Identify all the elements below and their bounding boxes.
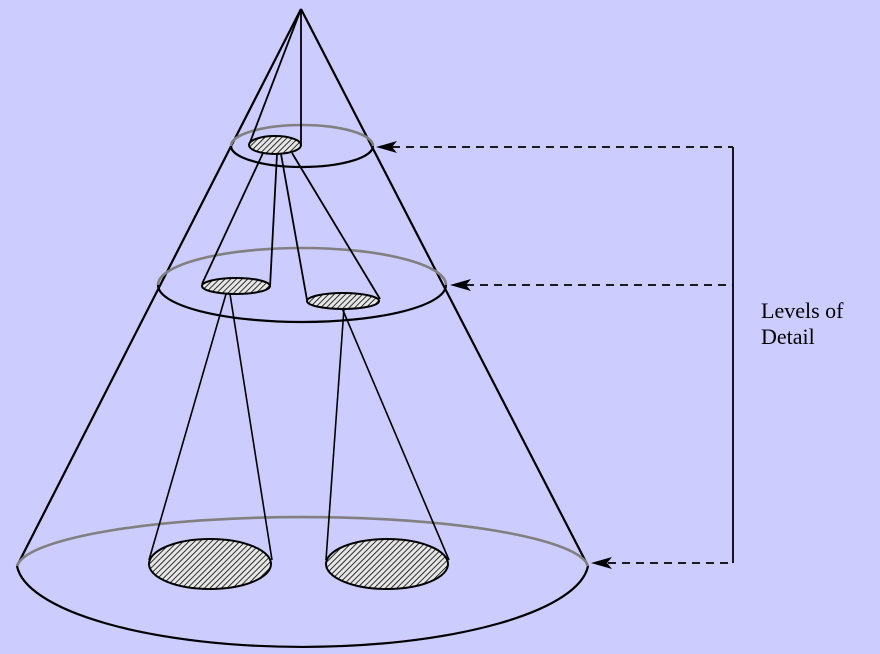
label-line-1: Levels of [761, 298, 844, 323]
child-cones-level-2 [148, 293, 450, 561]
arrowhead-level-1 [376, 141, 397, 153]
arrowhead-level-2 [450, 279, 471, 291]
levels-of-detail-label: Levels of Detail [761, 298, 843, 350]
level-arrows [392, 146, 734, 564]
node-level-3-right [325, 538, 449, 590]
level-3-cross-section [15, 515, 590, 649]
node-level-3-left [148, 538, 272, 590]
node-level-2-right [306, 292, 380, 310]
label-line-2: Detail [761, 324, 815, 349]
level-2-cross-section [156, 246, 448, 324]
level-1-cross-section [229, 123, 375, 169]
node-level-2-left [201, 277, 271, 295]
child-cones-level-1 [201, 8, 381, 301]
node-level-1 [248, 135, 302, 155]
arrowhead-level-3 [591, 557, 612, 569]
arrow-heads [376, 141, 612, 569]
lod-nodes [148, 135, 449, 590]
